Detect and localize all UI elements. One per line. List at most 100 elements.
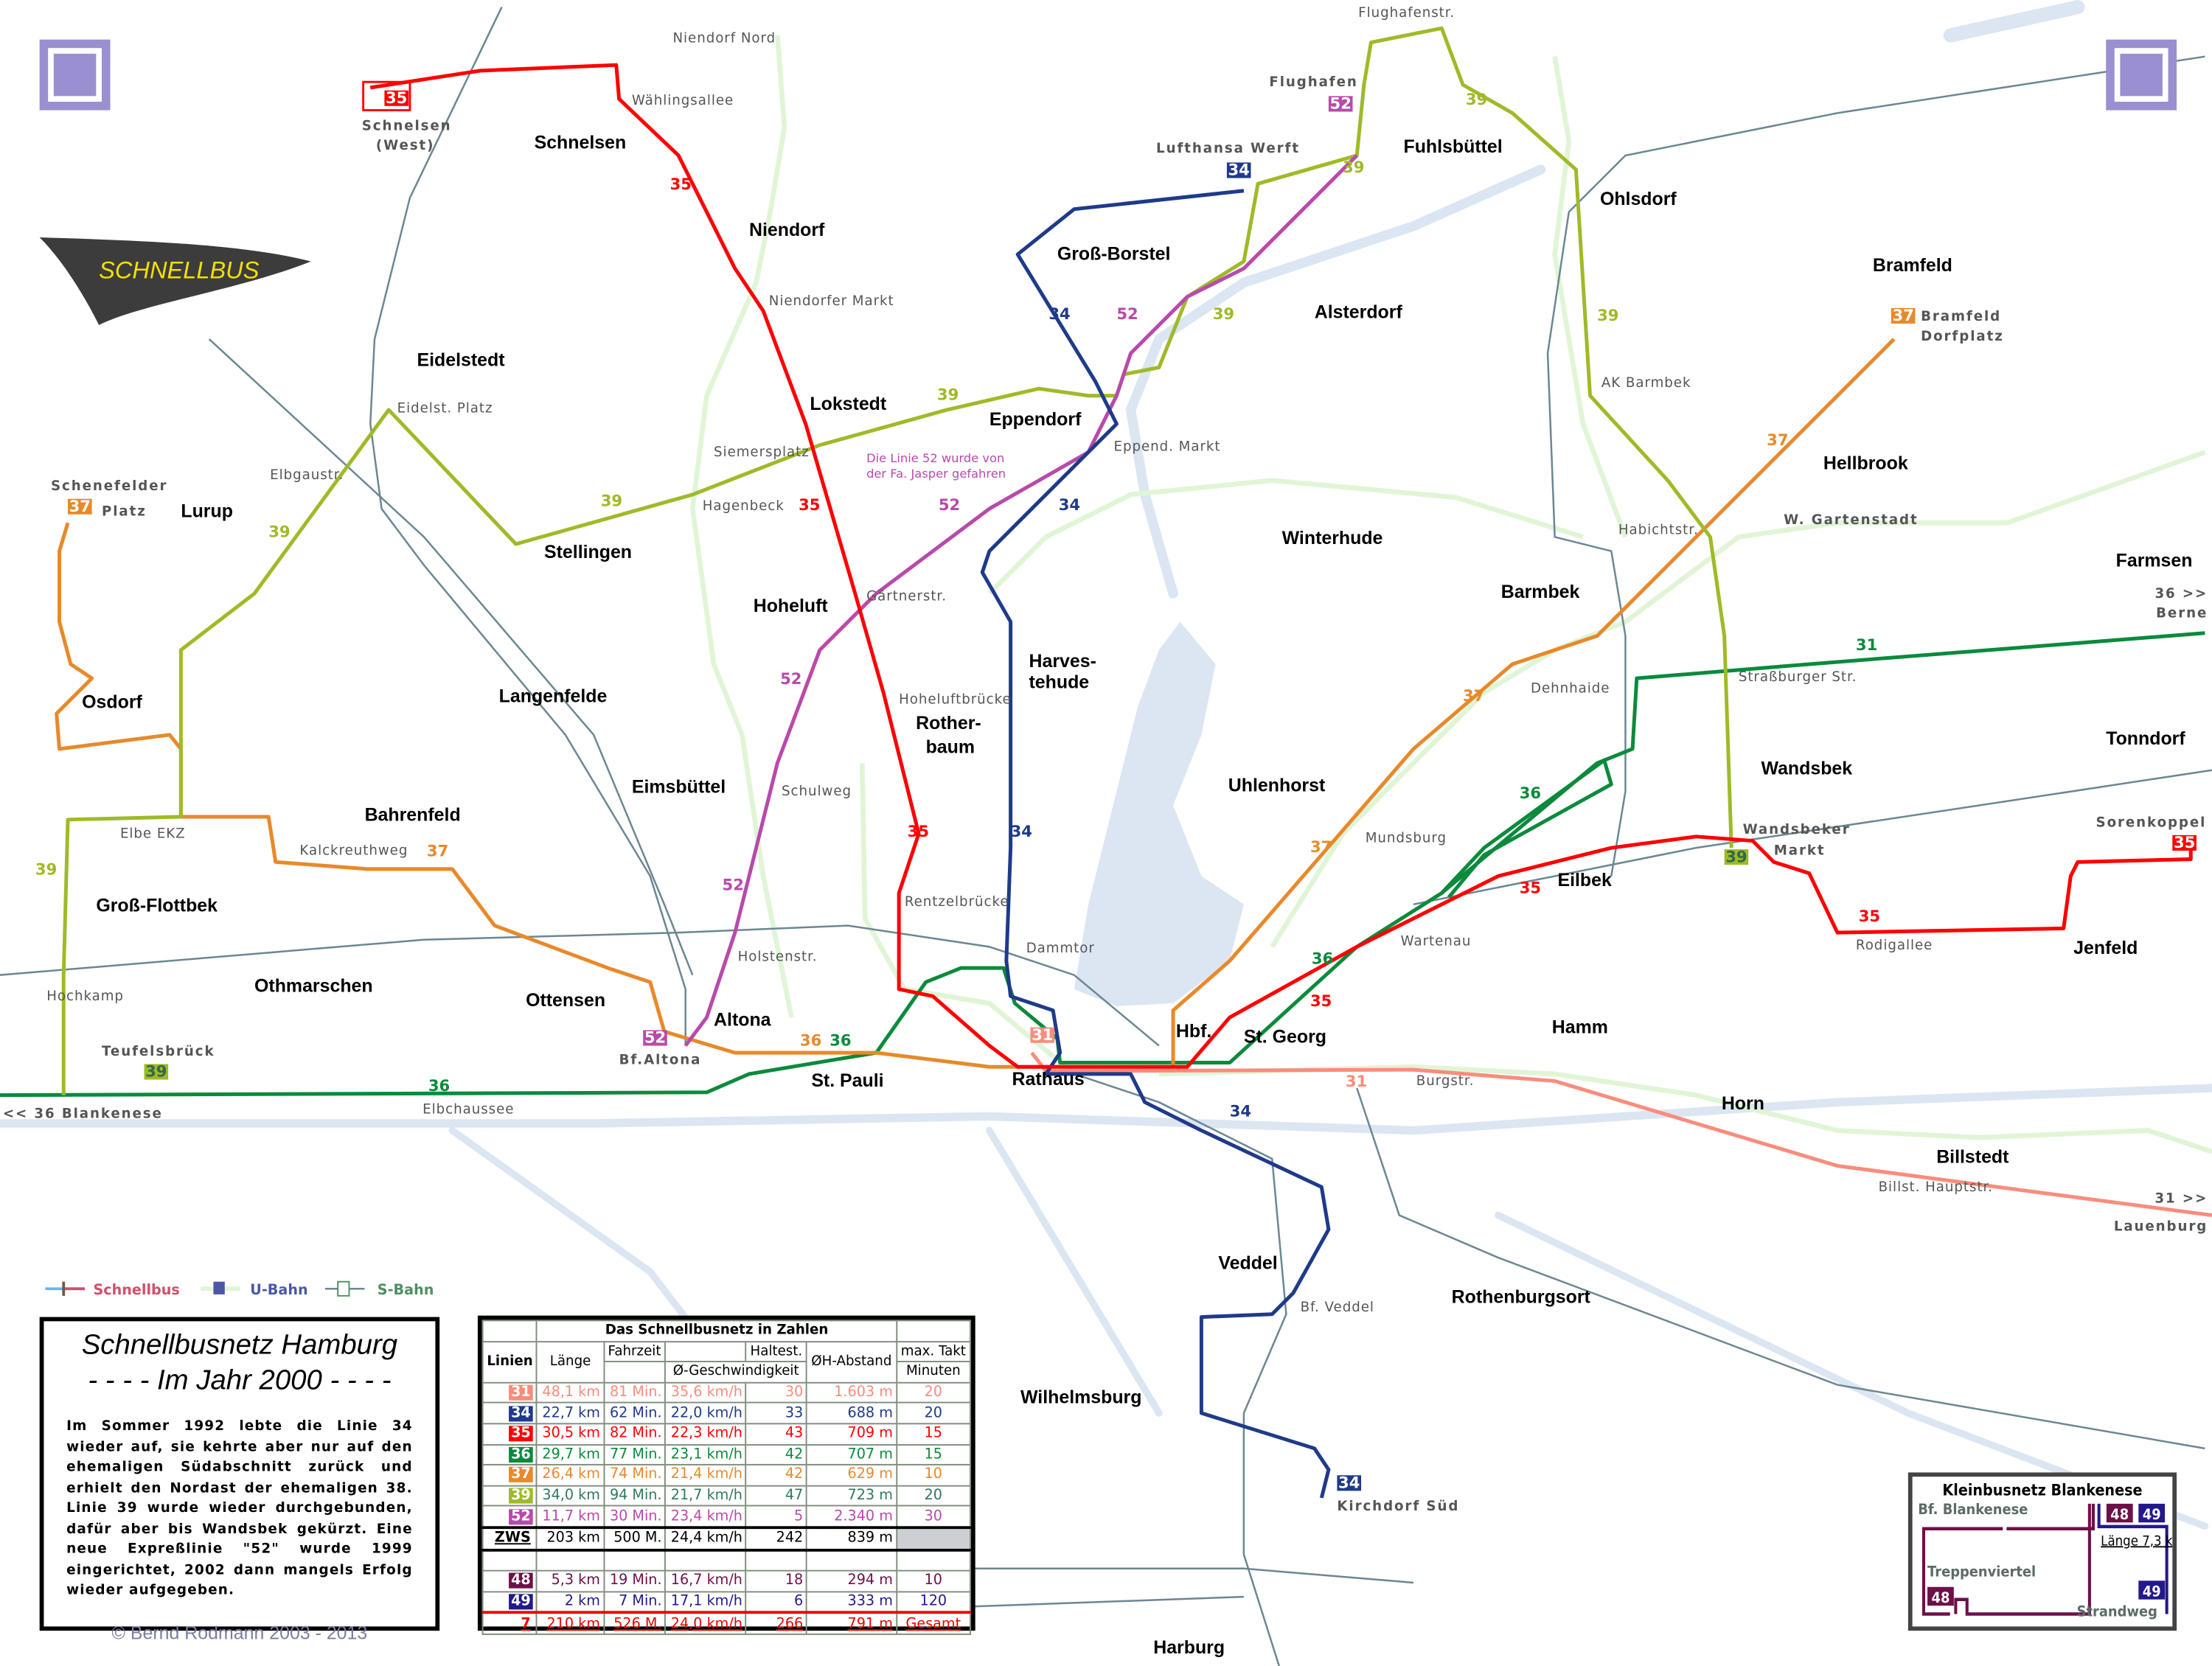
- stop-label-strassburger: Straßburger Str.: [1739, 669, 1857, 685]
- route-label-52: 52: [1116, 304, 1138, 323]
- district-label-billstedt: Billstedt: [1936, 1147, 2008, 1168]
- line-badge: 49: [508, 1594, 534, 1610]
- stop-label-schenefelder2: Platz: [102, 504, 147, 520]
- line-badge: 34: [508, 1405, 534, 1421]
- line-52: [684, 154, 1359, 1048]
- stop-label-wgartenstadt: W. Gartenstadt: [1784, 512, 1918, 528]
- terminus-badge-label: 37: [69, 497, 91, 515]
- schnellbus-lines: [0, 26, 2212, 1499]
- line-badge: 52: [508, 1508, 534, 1524]
- terminus-badge-label: 52: [644, 1028, 666, 1047]
- stats-cell: 30: [895, 1505, 971, 1529]
- stop-label-holstenstr: Holstenstr.: [738, 949, 818, 965]
- stop-label-schnelsenwest1: Schnelsen: [362, 118, 452, 133]
- terminus-badge: [68, 498, 92, 515]
- district-label-winterhude: Winterhude: [1282, 528, 1383, 548]
- route-label-37: 37: [1310, 837, 1332, 856]
- header-fahrzeit: Fahrzeit: [602, 1340, 667, 1363]
- district-label-rotherbaum1: Rother-: [916, 713, 981, 733]
- stop-label-wandsbekermarkt1: Wandsbeker: [1743, 822, 1851, 837]
- stop-label-mundsburg: Mundsburg: [1366, 830, 1447, 846]
- stats-cell: 2 km: [536, 1590, 605, 1614]
- stats-cell: 5: [745, 1505, 807, 1529]
- route-label-39: 39: [937, 385, 959, 403]
- stop-label-hochkamp: Hochkamp: [46, 989, 124, 1004]
- stop-label-hagenbeck: Hagenbeck: [703, 498, 785, 514]
- district-label-grossborstel: Groß-Borstel: [1057, 244, 1171, 265]
- terminus-badge-label: 34: [1228, 161, 1250, 179]
- route-label-39: 39: [35, 860, 57, 879]
- stop-label-dehnhaide: Dehnhaide: [1531, 680, 1610, 696]
- schnellbus-logo: SCHNELLBUS: [39, 237, 311, 325]
- district-label-niendorf: Niendorf: [749, 220, 825, 240]
- stats-cell: 42: [745, 1464, 807, 1487]
- stats-cell: 22,7 km: [536, 1402, 605, 1425]
- line-36-loop: [1440, 758, 1613, 899]
- stats-cell: 24,4 km/h: [664, 1527, 747, 1550]
- route-label-35: 35: [908, 822, 929, 840]
- edge-label-lauenburg1: 31 >>: [2154, 1191, 2208, 1206]
- stats-cell: 1.603 m: [806, 1381, 897, 1404]
- stats-cell: 11,7 km: [536, 1505, 605, 1529]
- stats-cell: 7 Min.: [602, 1590, 667, 1614]
- stats-cell: 6: [745, 1590, 807, 1614]
- stats-cell: 15: [895, 1423, 971, 1446]
- stop-label-flughafen: Flughafen: [1269, 74, 1357, 90]
- stats-cell: 20: [895, 1381, 971, 1404]
- line-37: [55, 338, 1896, 1069]
- stop-label-bfveddel: Bf. Veddel: [1301, 1300, 1374, 1315]
- stats-cell: 266: [745, 1611, 807, 1635]
- stop-label-niendorfnord: Niendorf Nord: [672, 31, 776, 46]
- stop-label-wartenau: Wartenau: [1401, 933, 1472, 949]
- stats-cell: 30,5 km: [536, 1423, 605, 1446]
- legend-sbahn: S-Bahn: [378, 1281, 434, 1298]
- district-label-barmbek: Barmbek: [1501, 582, 1580, 602]
- stats-cell: 629 m: [806, 1464, 897, 1487]
- stats-cell: 210 km: [536, 1611, 605, 1635]
- district-label-veddel: Veddel: [1218, 1252, 1277, 1273]
- inset-map: Kleinbusnetz Blankenese Bf. Blankenese 4…: [1918, 1481, 2184, 1620]
- stats-cell: 20: [895, 1402, 971, 1425]
- stats-cell: 26,4 km: [536, 1464, 605, 1487]
- terminus-badge: [1337, 1475, 1362, 1491]
- stats-cell: 23,1 km/h: [664, 1443, 747, 1466]
- stats-cell: 81 Min.: [602, 1381, 667, 1404]
- stats-cell: 791 m: [806, 1611, 897, 1635]
- stats-cell: 74 Min.: [602, 1464, 667, 1487]
- route-label-52: 52: [780, 669, 801, 688]
- stats-cell: 21,4 km/h: [664, 1464, 747, 1487]
- terminus-badge: [144, 1064, 169, 1080]
- district-label-osdorf: Osdorf: [82, 691, 142, 712]
- stats-title: Das Schnellbusnetz in Zahlen: [536, 1320, 897, 1342]
- route-label-36: 36: [1312, 949, 1333, 967]
- terminus-badge-label: 31: [1032, 1025, 1053, 1044]
- stats-cell: 21,7 km/h: [664, 1485, 747, 1508]
- stop-label-dammtor: Dammtor: [1026, 941, 1095, 956]
- stats-cell: 242: [745, 1527, 807, 1550]
- district-label-horn: Horn: [1722, 1093, 1764, 1114]
- stop-label-rodigallee: Rodigallee: [1856, 938, 1933, 953]
- header-takt: max. Takt: [895, 1340, 971, 1363]
- district-label-langenfelde: Langenfelde: [499, 686, 608, 707]
- district-label-hoheluft: Hoheluft: [754, 596, 828, 616]
- line-badge: ZWS: [494, 1530, 531, 1547]
- stop-label-waehlingsallee: Wählingsallee: [632, 93, 734, 108]
- stats-cell: 10: [895, 1569, 971, 1592]
- stop-label-gaertnerstr: Gärtnerstr.: [866, 589, 947, 604]
- route-label-34: 34: [1011, 822, 1032, 840]
- district-label-tonndorf: Tonndorf: [2106, 728, 2185, 749]
- district-label-bahrenfeld: Bahrenfeld: [365, 805, 461, 826]
- legend-ubahn: U-Bahn: [250, 1281, 307, 1298]
- stats-cell: 62 Min.: [602, 1402, 667, 1425]
- route-label-35: 35: [1859, 907, 1880, 925]
- stop-label-eppendmarkt: Eppend. Markt: [1114, 439, 1221, 455]
- route-label-36: 36: [830, 1031, 851, 1050]
- stats-cell: 33: [745, 1402, 807, 1425]
- stop-label-siemersplatz: Siemersplatz: [714, 445, 810, 460]
- inset-stop-strandweg: Strandweg: [2077, 1604, 2157, 1620]
